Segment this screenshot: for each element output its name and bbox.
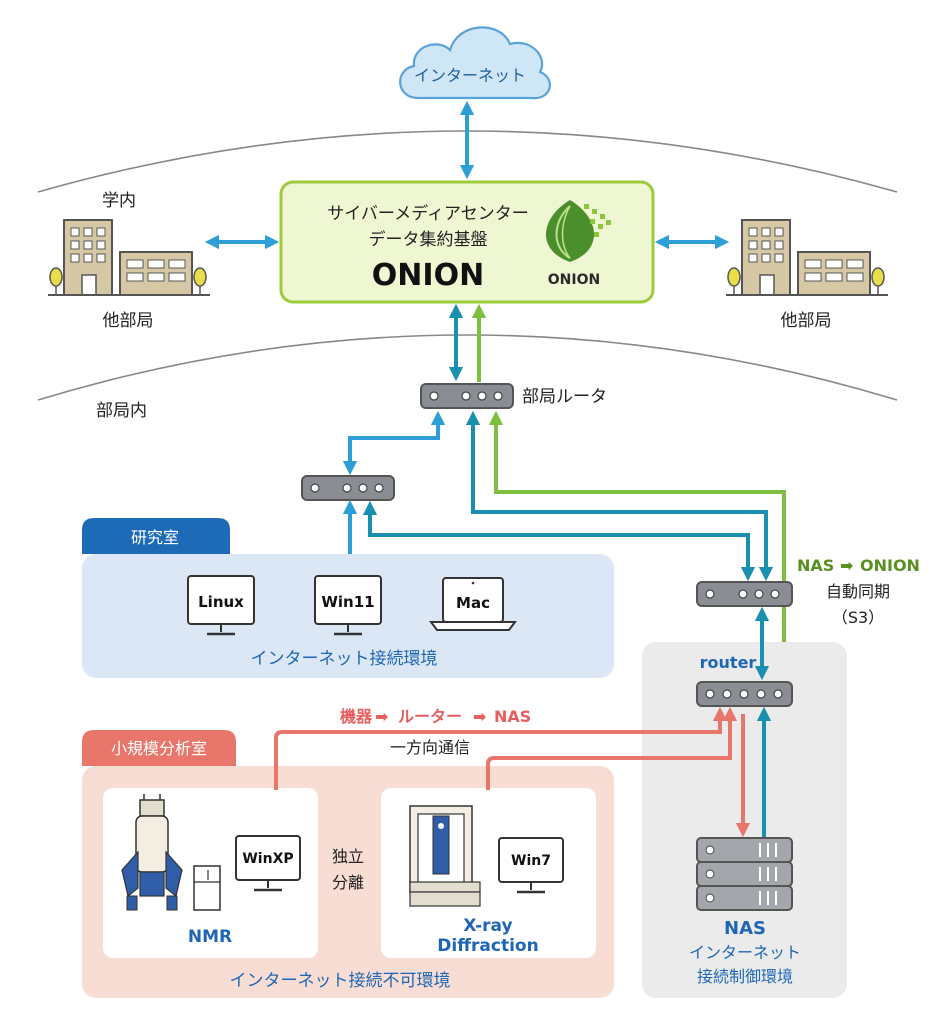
nas-server-icon [696, 837, 793, 911]
internet-label: インターネット [414, 66, 526, 85]
lab-switch-device [301, 475, 395, 501]
winxp-computer-icon: WinXP [235, 835, 301, 892]
oneway-line2: 一方向通信 [390, 738, 470, 757]
oneway-device-label: 機器 [340, 707, 373, 726]
left-other-dept-label: 他部局 [103, 311, 154, 331]
xrd-label-line1: X-ray [463, 916, 512, 936]
router-to-lab-switch-arrow [342, 410, 446, 476]
nmr-to-router-red-line [274, 706, 728, 790]
small-lab-tab-label: 小規模分析室 [111, 739, 207, 758]
department-boundary-arc [37, 334, 898, 401]
nas-line2: インターネット [689, 943, 801, 962]
dept-router-label: 部局ルータ [522, 387, 607, 407]
dept-router-device [420, 383, 514, 409]
oneway-nas-label: NAS [494, 707, 531, 726]
department-zone-label: 部局内 [96, 401, 147, 421]
svg-text:ルーター: ルーター [398, 707, 462, 726]
sync-line3: （S3） [832, 608, 884, 627]
sync-line2: 自動同期 [826, 582, 890, 601]
small-lab-panel: 小規模分析室 WinXP NMR 独立 分離 [82, 730, 614, 998]
oneway-arrow2-glyph: ➡ [473, 707, 486, 726]
oneway-arrow1-glyph: ➡ [375, 707, 388, 726]
sync-note: NAS ➡ ONION 自動同期 （S3） [797, 556, 920, 627]
nas-upper-switch-device [696, 581, 793, 607]
nmr-instrument-icon [121, 794, 183, 911]
lab-footer: インターネット接続環境 [251, 649, 438, 669]
right-building-icon [726, 219, 888, 296]
xrd-label-line2: Diffraction [437, 936, 538, 956]
sync-nas-label: NAS [797, 556, 834, 575]
linux-computer-icon: Linux [187, 575, 255, 636]
svg-text:NAS: NAS [494, 707, 531, 726]
router-device [696, 681, 793, 707]
onion-line1: サイバーメディアセンター [327, 203, 528, 224]
internet-cloud: インターネット [399, 26, 551, 100]
nas-label: NAS [724, 918, 766, 939]
isolation-line2: 分離 [332, 873, 364, 892]
nmr-label: NMR [188, 927, 232, 947]
lab-tab-label: 研究室 [131, 528, 179, 547]
xrd-to-router-red-line [486, 706, 738, 790]
onion-title: ONION [372, 258, 484, 293]
svg-text:NAS: NAS [797, 556, 834, 575]
lab-panel: 研究室 Linux Win11 Mac インターネット接続環境 [82, 518, 614, 678]
nmr-console-icon [193, 865, 221, 911]
campus-zone-label: 学内 [102, 191, 136, 211]
nas-line3: 接続制御環境 [697, 967, 793, 986]
router-label: router [700, 653, 757, 672]
onion-logo-text: ONION [548, 272, 600, 288]
small-lab-footer: インターネット接続不可環境 [230, 971, 451, 991]
oneway-router-label: ルーター [398, 707, 462, 726]
mac-label: Mac [456, 594, 490, 612]
winxp-label: WinXP [242, 851, 293, 867]
svg-text:機器: 機器 [340, 707, 373, 726]
mac-laptop-icon: Mac [429, 577, 517, 631]
xrd-instrument-icon [409, 805, 481, 907]
right-other-dept-label: 他部局 [781, 311, 832, 331]
sync-onion-label: ONION [860, 556, 920, 575]
win7-computer-icon: Win7 [498, 837, 564, 894]
isolation-line1: 独立 [332, 847, 364, 866]
win11-label: Win11 [321, 593, 374, 611]
svg-text:ONION: ONION [860, 556, 920, 575]
sync-arrow-glyph: ➡ [840, 556, 853, 575]
win7-label: Win7 [511, 853, 551, 869]
win11-computer-icon: Win11 [314, 575, 382, 636]
onion-platform-box: サイバーメディアセンター データ集約基盤 ONION ONION [279, 180, 655, 304]
linux-label: Linux [198, 593, 244, 611]
dept-router-to-nas-switch-teal [465, 410, 774, 582]
onion-logo-icon: ONION [545, 200, 611, 288]
left-building-icon [48, 219, 210, 296]
onion-line2: データ集約基盤 [369, 229, 488, 250]
